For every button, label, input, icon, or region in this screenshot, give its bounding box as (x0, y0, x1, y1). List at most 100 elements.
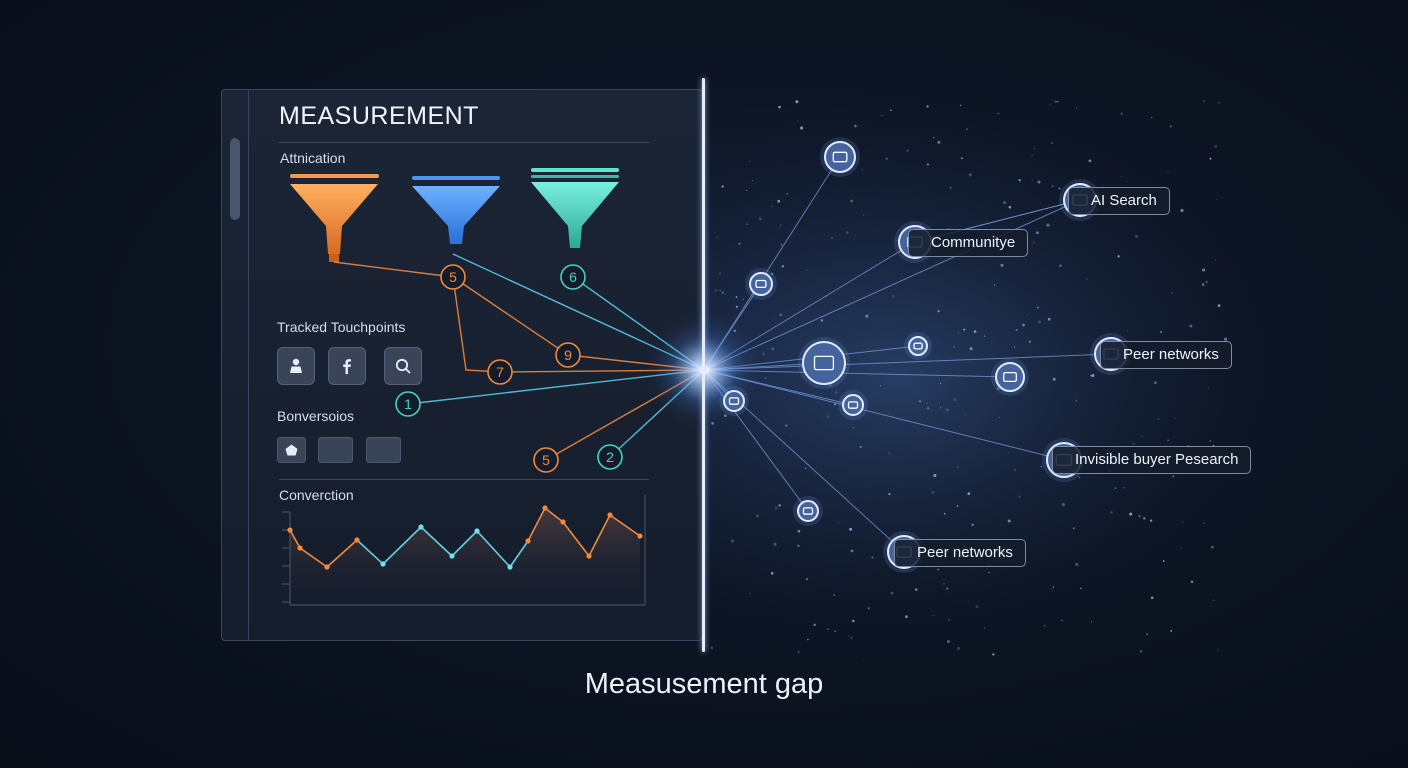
star (1157, 418, 1160, 420)
star (1214, 259, 1217, 261)
star (779, 224, 782, 227)
star (888, 452, 891, 454)
doc-node-icon[interactable] (838, 390, 868, 420)
star (975, 605, 979, 609)
search-touchpoint-button[interactable] (384, 347, 422, 385)
star (1091, 621, 1093, 623)
star (1212, 599, 1215, 602)
star (1167, 439, 1169, 441)
dot-node-icon[interactable] (904, 332, 932, 360)
touchpoint-marker[interactable]: 6 (560, 264, 586, 290)
star (1078, 476, 1081, 478)
chart-node-icon[interactable] (991, 358, 1029, 396)
community-text: Communitye (931, 234, 1016, 251)
attribution-line (452, 276, 501, 373)
star (742, 298, 745, 300)
star (834, 630, 836, 633)
star (738, 242, 741, 245)
message-node-icon[interactable] (793, 496, 823, 526)
chart-segment (326, 539, 358, 568)
star (968, 173, 972, 177)
conversion-tile-3[interactable] (366, 437, 401, 463)
star (1217, 650, 1219, 652)
star (777, 199, 781, 203)
star (1203, 522, 1205, 525)
touchpoint-marker[interactable]: 7 (487, 359, 513, 385)
star (932, 614, 934, 617)
star (804, 467, 807, 469)
star (771, 273, 774, 275)
triangle-node-icon[interactable] (820, 137, 860, 177)
touchpoint-marker[interactable]: 5 (440, 264, 466, 290)
star (833, 403, 837, 406)
star (993, 284, 996, 286)
star (1040, 465, 1042, 468)
star (1201, 283, 1205, 286)
star (852, 619, 855, 623)
chart-segment (451, 530, 478, 557)
panel-scrollbar[interactable] (230, 138, 240, 220)
peer-networks-text-1: Peer networks (1123, 346, 1219, 363)
star (771, 347, 775, 351)
facebook-touchpoint-button[interactable] (328, 347, 366, 385)
star (1049, 103, 1051, 105)
star (892, 295, 894, 297)
star (939, 383, 942, 385)
chart-point (586, 553, 592, 559)
image-node-icon[interactable] (745, 268, 777, 300)
node-glyph (802, 507, 814, 515)
marker-number: 6 (569, 269, 577, 285)
person-touchpoint-button[interactable] (277, 347, 315, 385)
star (762, 352, 766, 356)
star (807, 638, 809, 641)
channel-line (703, 353, 1112, 371)
network-node-icon[interactable] (798, 337, 850, 389)
touchpoint-marker[interactable]: 9 (555, 342, 581, 368)
marker-ring (440, 264, 466, 290)
star (879, 385, 882, 387)
node-glyph (813, 355, 835, 371)
doc-node-icon[interactable] (719, 386, 749, 416)
star (966, 128, 968, 130)
touchpoint-marker[interactable]: 1 (395, 391, 421, 417)
marker-number: 5 (542, 452, 550, 468)
star (1170, 629, 1173, 632)
star (1208, 387, 1210, 389)
star (926, 406, 930, 410)
touchpoint-marker[interactable]: 2 (597, 444, 623, 470)
star (1120, 112, 1123, 115)
star (805, 578, 809, 581)
funnel-blue (412, 176, 500, 244)
star (751, 179, 754, 182)
star (1172, 475, 1175, 478)
star (953, 345, 955, 348)
star (1209, 440, 1211, 442)
star (1141, 435, 1143, 437)
touchpoint-marker[interactable]: 5 (533, 447, 559, 473)
caption: Measusement gap (584, 668, 824, 700)
star (710, 646, 714, 650)
chart-segment (289, 529, 301, 549)
chart-segment (588, 514, 611, 557)
star (850, 199, 854, 203)
star (956, 466, 959, 469)
star (926, 105, 929, 108)
peer-networks-label-2[interactable]: Peer networks (894, 539, 1026, 567)
ai-search-label[interactable]: AI Search (1068, 187, 1170, 215)
star (863, 214, 865, 216)
pentagon-icon (285, 444, 298, 456)
chart-segment (476, 530, 511, 568)
peer-networks-label-1[interactable]: Peer networks (1100, 341, 1232, 369)
star (890, 591, 894, 595)
star (1007, 519, 1011, 523)
community-label[interactable]: Communitye (908, 229, 1029, 257)
star (945, 408, 949, 412)
star (865, 314, 869, 318)
conversion-divider (279, 479, 649, 480)
conversion-tile-1[interactable] (277, 437, 306, 463)
chart-point (380, 561, 386, 567)
invisible-research-label[interactable]: Invisible buyer Pesearch (1052, 446, 1252, 474)
conversion-tile-2[interactable] (318, 437, 353, 463)
star (773, 542, 777, 546)
star (1038, 320, 1041, 324)
